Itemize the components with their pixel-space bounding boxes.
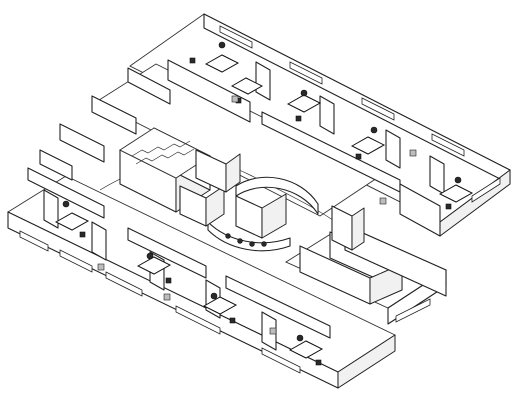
left-inner-wall-b bbox=[127, 227, 207, 279]
partition-1 bbox=[43, 189, 59, 229]
bed-room-l2 bbox=[136, 252, 172, 284]
left-wing-rooms bbox=[27, 67, 331, 351]
partition-2 bbox=[91, 221, 107, 261]
bed-room-u1 bbox=[189, 41, 240, 73]
west-wall-a bbox=[39, 149, 73, 181]
bed-room-l3 bbox=[202, 292, 238, 324]
upper-wing-rooms bbox=[167, 59, 445, 237]
right-wing bbox=[285, 224, 447, 325]
bed-room-l4 bbox=[288, 334, 324, 366]
left-inner-wall-a bbox=[27, 167, 105, 219]
fixtures bbox=[97, 95, 417, 335]
bed-room-u4 bbox=[438, 176, 474, 210]
west-wall-b bbox=[59, 123, 105, 163]
reception-desk bbox=[207, 176, 319, 252]
upper-wing-windows bbox=[219, 25, 501, 203]
bed-room-l1 bbox=[54, 200, 90, 238]
left-wing-end-wall bbox=[337, 334, 396, 389]
upper-partition-3 bbox=[385, 129, 401, 169]
upper-end-room-wall bbox=[399, 183, 441, 237]
partition-5 bbox=[261, 311, 277, 351]
furniture bbox=[54, 41, 474, 366]
bed-room-u3 bbox=[350, 126, 386, 160]
core-blocks bbox=[179, 149, 365, 251]
staircase bbox=[131, 140, 195, 165]
upper-partition-2 bbox=[319, 95, 335, 135]
bed-room-u2 bbox=[286, 89, 322, 122]
west-wall-d bbox=[127, 67, 171, 105]
left-wing-windows bbox=[19, 230, 301, 374]
left-inner-wall-c bbox=[225, 275, 331, 339]
upper-inner-wall bbox=[167, 59, 251, 123]
west-wall-c bbox=[91, 95, 137, 135]
reception-chairs bbox=[225, 233, 267, 247]
upper-partition-1 bbox=[255, 61, 271, 101]
